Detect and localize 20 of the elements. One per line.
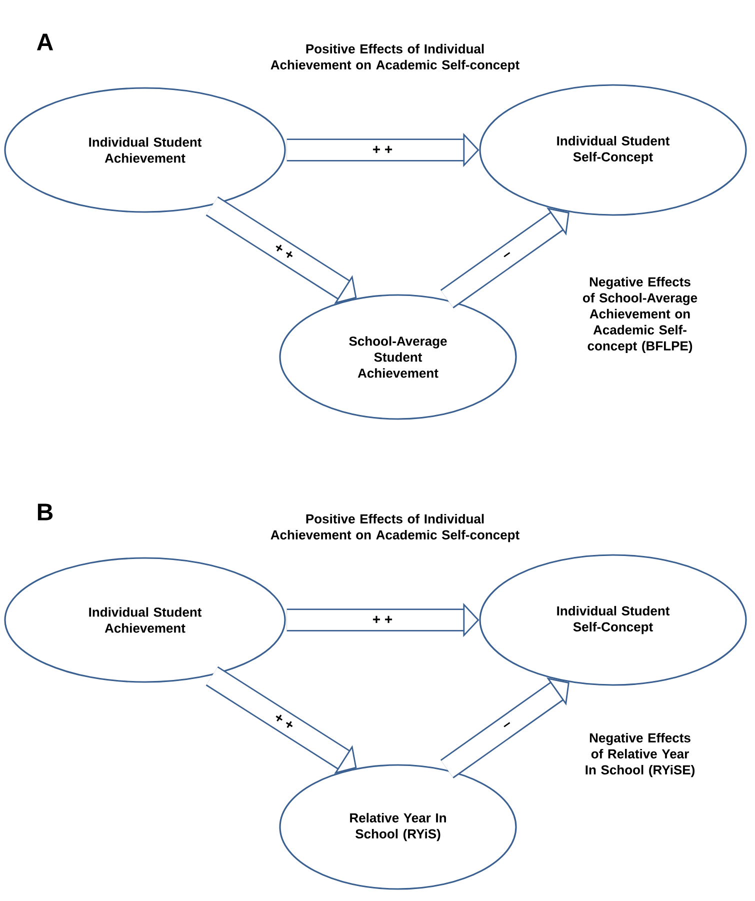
edge-label: – — [502, 250, 514, 262]
annotation-text: Negative Effects of Relative Year In School (RYiSE) — [586, 732, 694, 778]
block-arrow — [206, 666, 357, 774]
annotation-text: Positive Effects of Individual Achievement on Academic Self-concept — [270, 44, 520, 72]
ellipse-node: Individual Student Self-Concept — [479, 84, 747, 216]
annotation-text: Negative Effects of School-Average Achievement on Academic Self-concept (BFLPE) — [582, 276, 698, 354]
edge-label: + + — [272, 242, 296, 262]
panel-letter: B — [38, 504, 53, 520]
edge-label: – — [502, 720, 514, 732]
block-arrow — [206, 196, 357, 304]
ellipse-node: Individual Student Achievement — [4, 557, 286, 683]
annotation-text: Positive Effects of Individual Achievement on Academic Self-concept — [270, 514, 520, 542]
edge-label: + + — [272, 712, 296, 732]
ellipse-node: Relative Year In School (RYiS) — [279, 764, 517, 890]
block-arrow — [440, 207, 570, 308]
ellipse-node: School-Average Student Achievement — [279, 294, 517, 420]
ellipse-node: Individual Student Self-Concept — [479, 554, 747, 686]
panel-letter: A — [36, 34, 54, 50]
ellipse-node: Individual Student Achievement — [4, 87, 286, 213]
block-arrow — [440, 678, 570, 778]
